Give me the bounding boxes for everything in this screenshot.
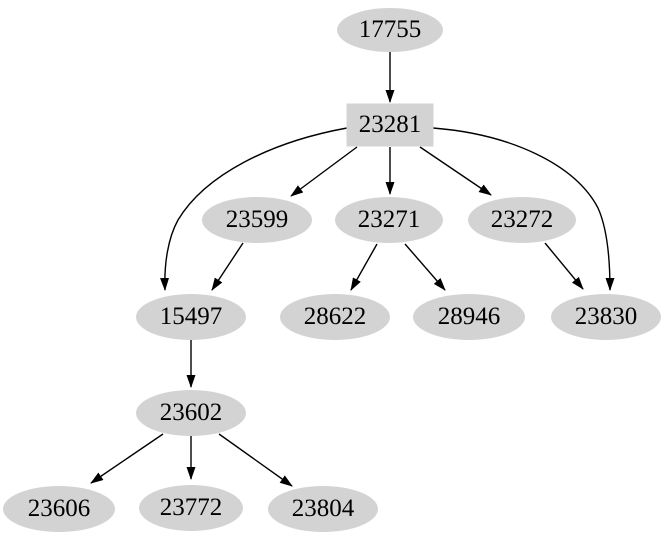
node-ellipse-shape	[136, 294, 246, 340]
node-box-shape	[346, 103, 434, 147]
node-ellipse-shape	[136, 390, 246, 436]
graph-node-15497: 15497	[136, 294, 246, 340]
node-ellipse-shape	[337, 8, 443, 52]
node-ellipse-shape	[268, 486, 378, 532]
graph-edge-23599-15497	[211, 242, 244, 291]
node-label: 17755	[359, 16, 422, 43]
node-label: 23772	[160, 494, 223, 521]
graph-edge-23602-23804	[218, 433, 293, 487]
graph-node-28622: 28622	[280, 294, 390, 340]
graph-edge-23272-23830	[544, 242, 584, 290]
node-label: 23271	[358, 206, 421, 233]
node-ellipse-shape	[551, 294, 661, 340]
graph-node-17755: 17755	[337, 8, 443, 52]
graph-node-23602: 23602	[136, 390, 246, 436]
node-label: 23602	[160, 399, 223, 426]
node-label: 23606	[28, 495, 91, 522]
graph-node-23830: 23830	[551, 294, 661, 340]
graph-node-23772: 23772	[139, 485, 243, 531]
node-ellipse-shape	[139, 485, 243, 531]
node-label: 23599	[226, 206, 289, 233]
graph-edge-23281-23272	[419, 146, 492, 196]
node-ellipse-shape	[280, 294, 390, 340]
node-label: 23804	[292, 495, 355, 522]
node-label: 23281	[359, 111, 422, 138]
graph-edge-23281-23599	[290, 146, 358, 197]
graph-edge-23281-15497	[160, 127, 348, 291]
graph-node-28946: 28946	[413, 294, 525, 340]
graph-node-23804: 23804	[268, 486, 378, 532]
node-ellipse-shape	[3, 486, 115, 532]
node-label: 28946	[438, 303, 501, 330]
node-label: 28622	[304, 303, 367, 330]
graph-edge-23602-23606	[90, 433, 164, 484]
node-label: 23830	[575, 303, 638, 330]
graph-edge-23281-23830	[432, 127, 615, 291]
node-label: 23272	[491, 206, 554, 233]
node-ellipse-shape	[413, 294, 525, 340]
graph-edge-23271-28622	[350, 243, 378, 291]
node-label: 15497	[160, 303, 223, 330]
graph-node-23272: 23272	[468, 197, 576, 243]
graph-node-23281: 23281	[346, 103, 434, 147]
graph-node-23271: 23271	[335, 197, 443, 243]
graph-edge-23271-28946	[404, 243, 446, 291]
graph-node-23606: 23606	[3, 486, 115, 532]
node-ellipse-shape	[202, 197, 312, 243]
node-ellipse-shape	[468, 197, 576, 243]
node-ellipse-shape	[335, 197, 443, 243]
graph-node-23599: 23599	[202, 197, 312, 243]
